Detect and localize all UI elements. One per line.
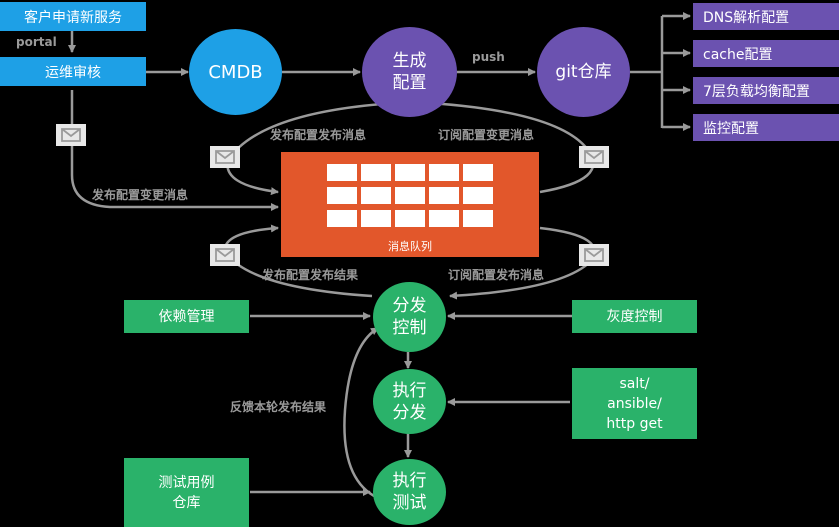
envelope-icon xyxy=(56,124,86,146)
dns-config-box: DNS解析配置 xyxy=(693,3,839,30)
dependency-mgmt-box: 依赖管理 xyxy=(124,300,249,333)
envelope-icon xyxy=(210,146,240,168)
queue-cell xyxy=(327,187,357,204)
subscribe-config-change-label: 订阅配置变更消息 xyxy=(438,128,535,142)
envelope-icon xyxy=(579,146,609,168)
queue-cell xyxy=(463,187,493,204)
tools-box: salt/ ansible/ http get xyxy=(572,368,697,439)
portal-label: portal xyxy=(16,35,57,49)
message-queue-label: 消息队列 xyxy=(388,240,432,253)
message-queue-box: 消息队列 xyxy=(281,152,539,257)
queue-cell xyxy=(395,187,425,204)
arrow-review-to-queue xyxy=(70,90,279,211)
arrow-queue-to-generate xyxy=(429,99,595,194)
queue-cell xyxy=(395,210,425,227)
test-case-repo-box: 测试用例 仓库 xyxy=(124,458,249,527)
client-request-box: 客户申请新服务 xyxy=(0,2,146,31)
ops-review-box: 运维审核 xyxy=(0,57,146,86)
feedback-result-label: 反馈本轮发布结果 xyxy=(230,400,327,414)
dispatch-control-circle: 分发 控制 xyxy=(373,282,446,352)
queue-cell xyxy=(361,164,391,181)
lb7-config-box: 7层负载均衡配置 xyxy=(693,77,839,104)
queue-cell xyxy=(361,187,391,204)
queue-cell xyxy=(463,164,493,181)
execute-dispatch-circle: 执行 分发 xyxy=(373,369,446,434)
git-repo-circle: git仓库 xyxy=(537,27,630,117)
queue-cell xyxy=(361,210,391,227)
cmdb-circle: CMDB xyxy=(189,29,282,115)
queue-cell xyxy=(429,164,459,181)
envelope-icon xyxy=(579,244,609,266)
cache-config-box: cache配置 xyxy=(693,40,839,67)
publish-config-result-label: 发布配置发布结果 xyxy=(262,268,359,282)
subscribe-config-publish-label: 订阅配置发布消息 xyxy=(448,268,545,282)
generate-config-circle: 生成 配置 xyxy=(362,27,457,117)
publish-config-change-label: 发布配置变更消息 xyxy=(92,188,189,202)
queue-cell xyxy=(327,210,357,227)
queue-cell xyxy=(463,210,493,227)
monitor-config-box: 监控配置 xyxy=(693,114,839,141)
queue-cell xyxy=(395,164,425,181)
queue-cell xyxy=(429,210,459,227)
queue-cell xyxy=(429,187,459,204)
gray-control-box: 灰度控制 xyxy=(572,300,697,333)
push-label: push xyxy=(472,50,505,64)
execute-test-circle: 执行 测试 xyxy=(373,459,446,525)
publish-config-msg-label: 发布配置发布消息 xyxy=(270,128,367,142)
arrow-feedback-loop xyxy=(343,326,379,500)
envelope-icon xyxy=(210,244,240,266)
queue-cell xyxy=(327,164,357,181)
